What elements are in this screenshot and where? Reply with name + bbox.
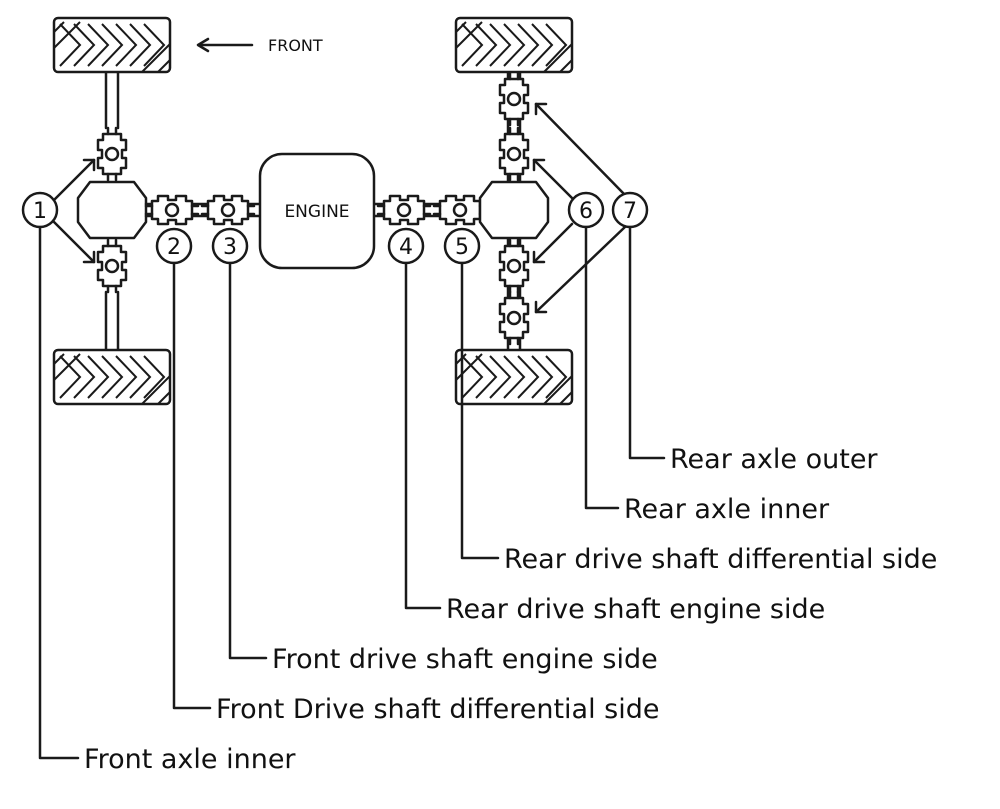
svg-text:6: 6 [579,199,593,224]
callout-numbers: 1 2 3 4 5 6 7 [21,191,649,265]
label-rear-drive-shaft-diff-side: Rear drive shaft differential side [504,544,937,575]
svg-text:3: 3 [223,235,237,260]
drive-shaft-assembly [144,196,486,224]
front-axle-assembly [52,16,172,406]
callout-7: 7 [611,191,649,229]
callout-6: 6 [567,191,605,229]
rear-shaft-diff-joint [434,196,486,224]
rear-shaft-engine-joint [378,196,430,224]
engine-block: ENGINE [258,152,376,270]
front-label: FRONT [268,36,323,55]
front-axle-inner-joint-lower [96,238,128,294]
label-front-axle-inner: Front axle inner [84,744,296,775]
label-front-drive-shaft-engine-side: Front drive shaft engine side [272,644,658,675]
leader-lines [38,225,666,760]
label-rear-axle-outer: Rear axle outer [670,444,878,475]
rear-left-tire [454,16,574,74]
callout-labels: Rear axle outer Rear axle inner Rear dri… [84,444,937,775]
rear-right-tire [454,348,574,406]
svg-text:7: 7 [623,199,637,224]
rear-axle-inner-joint-upper [498,126,530,182]
rear-axle-outer-joint-upper [498,71,530,127]
callout-4: 4 [387,227,425,265]
callout-5: 5 [443,227,481,265]
engine-label: ENGINE [284,202,349,222]
callout-1: 1 [21,191,59,229]
svg-text:2: 2 [167,235,181,260]
rear-axle-inner-joint-lower [498,238,530,294]
callout-2: 2 [155,227,193,265]
rear-differential [478,180,550,240]
rear-axle-outer-joint-lower [498,290,530,346]
rear-axle-assembly [454,16,574,406]
svg-text:4: 4 [399,235,413,260]
svg-text:1: 1 [33,199,47,224]
front-axle-inner-joint-upper [96,126,128,182]
callout-3: 3 [211,227,249,265]
front-shaft-engine-joint [202,196,254,224]
front-right-tire [52,348,172,406]
label-rear-axle-inner: Rear axle inner [624,494,830,525]
front-differential [76,180,148,240]
front-direction-indicator: FRONT [196,36,323,55]
front-shaft-diff-joint [146,196,198,224]
svg-text:5: 5 [455,235,469,260]
callout-pointers [52,102,628,314]
front-left-tire [52,16,172,74]
label-rear-drive-shaft-engine-side: Rear drive shaft engine side [446,594,825,625]
label-front-drive-shaft-diff-side: Front Drive shaft differential side [216,694,659,725]
